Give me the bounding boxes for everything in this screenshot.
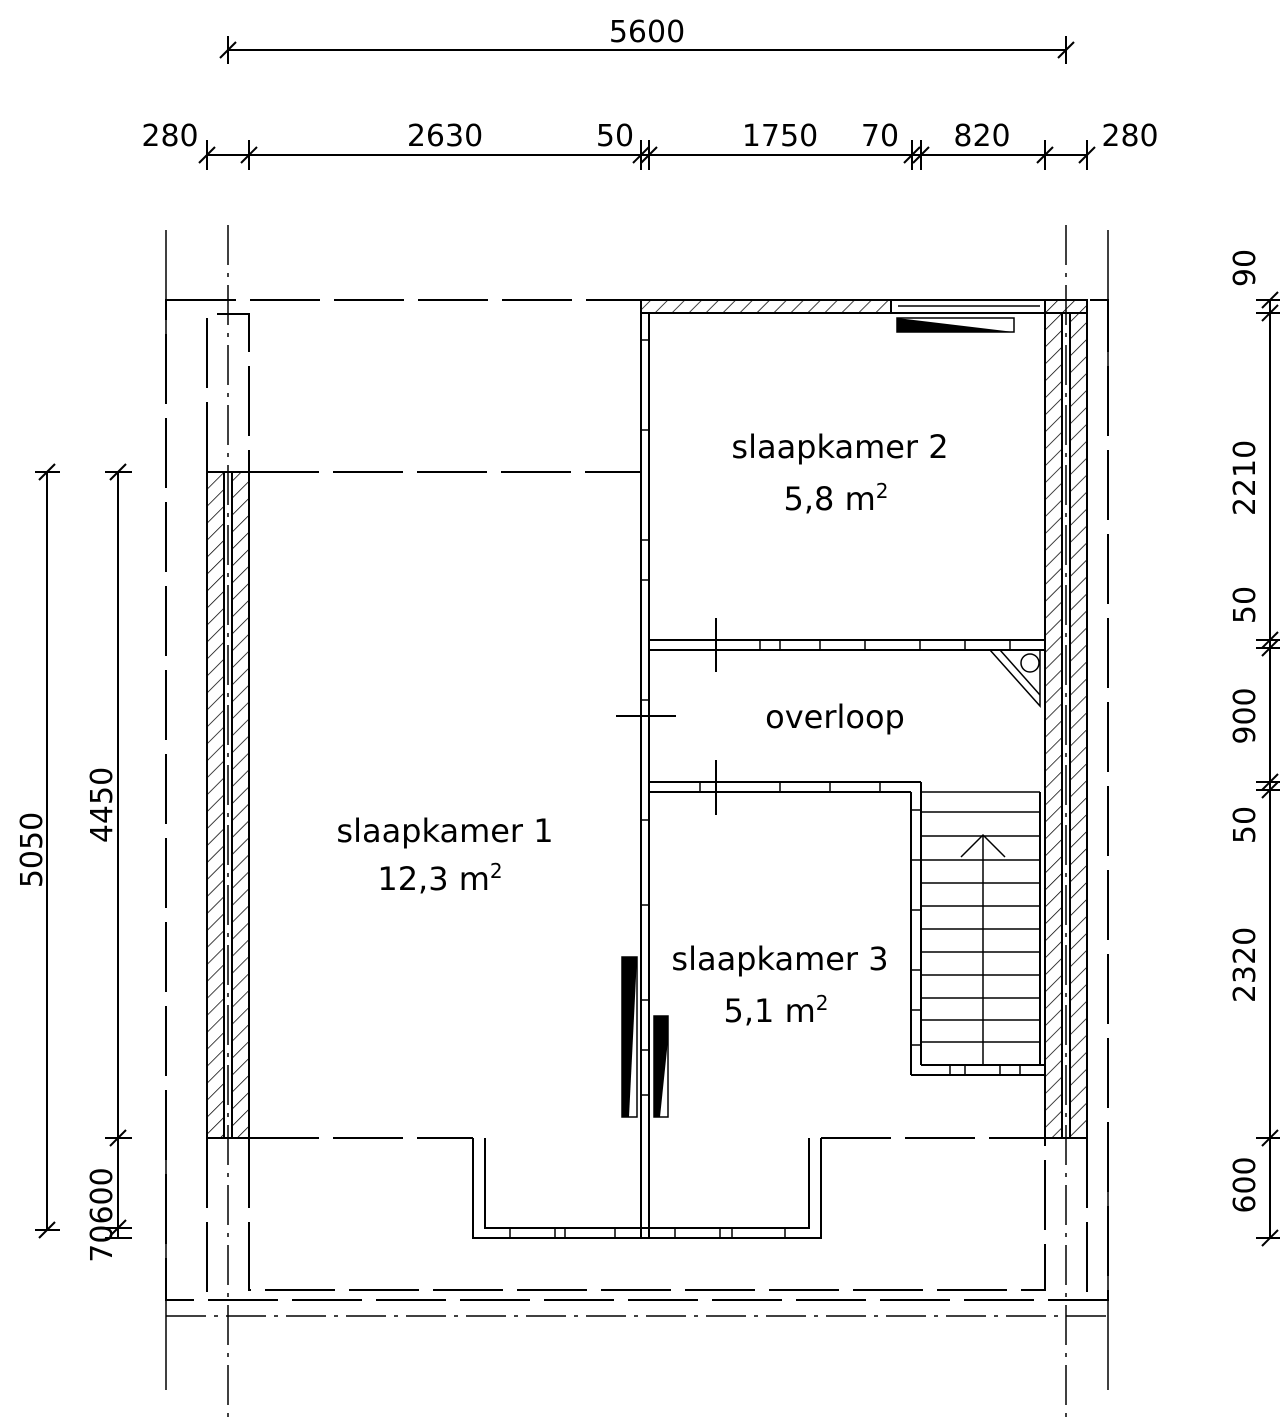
room-area: 5,8 m2 xyxy=(784,479,889,518)
dim-seg-4: 1750 xyxy=(742,119,818,154)
right-dimension: 90 2210 50 900 50 2320 600 xyxy=(1228,249,1280,1247)
stair-arrow-icon xyxy=(960,833,1006,858)
room-slaapkamer-1: slaapkamer 1 12,3 m2 xyxy=(336,812,553,898)
room-name: slaapkamer 1 xyxy=(336,812,553,850)
dim-seg-7: 280 xyxy=(1101,119,1158,154)
dim-right-6: 2320 xyxy=(1228,927,1263,1003)
room-area: 5,1 m2 xyxy=(724,991,829,1030)
dormer xyxy=(472,1138,822,1239)
dim-right-4: 900 xyxy=(1228,687,1263,744)
top-wall xyxy=(640,299,1088,314)
room-slaapkamer-3: slaapkamer 3 5,1 m2 xyxy=(671,940,888,1030)
skylight-window-left xyxy=(621,956,638,1118)
skylight-window-top xyxy=(896,317,1015,333)
dim-right-7: 600 xyxy=(1228,1156,1263,1213)
dim-right-3: 50 xyxy=(1228,586,1263,624)
skylight-window-right xyxy=(653,1015,669,1118)
room-name: overloop xyxy=(765,698,905,736)
staircase xyxy=(921,791,1041,1065)
right-knee-wall xyxy=(1044,312,1088,1139)
door-marks xyxy=(616,618,717,815)
room-overloop: overloop xyxy=(765,698,905,736)
room-area: 12,3 m2 xyxy=(377,859,502,898)
dim-right-5: 50 xyxy=(1228,806,1263,844)
dim-seg-6: 820 xyxy=(953,119,1010,154)
room-name: slaapkamer 2 xyxy=(731,428,948,466)
dim-left-outer: 5050 xyxy=(15,812,50,888)
dim-seg-3: 50 xyxy=(596,119,634,154)
left-knee-wall xyxy=(206,471,250,1139)
dim-right-2: 2210 xyxy=(1228,440,1263,516)
grid-axis-lines xyxy=(165,225,1109,1421)
room-slaapkamer-2: slaapkamer 2 5,8 m2 xyxy=(731,428,948,518)
dim-right-1: 90 xyxy=(1228,249,1263,287)
top-segment-dimension: 280 2630 50 1750 70 820 280 xyxy=(141,119,1159,170)
dim-seg-1: 280 xyxy=(141,119,198,154)
dim-seg-2: 2630 xyxy=(407,119,483,154)
room-name: slaapkamer 3 xyxy=(671,940,888,978)
top-total-dimension: 5600 xyxy=(219,15,1075,64)
roof-outline xyxy=(165,299,1109,1301)
dim-left-inner: 4450 xyxy=(85,767,120,843)
dim-seg-5: 70 xyxy=(861,119,899,154)
dim-total-width: 5600 xyxy=(609,15,685,50)
left-dimension: 5050 4450 70600 xyxy=(15,463,132,1263)
dim-left-bottom: 70600 xyxy=(85,1167,120,1262)
shaft-icon xyxy=(988,649,1041,708)
